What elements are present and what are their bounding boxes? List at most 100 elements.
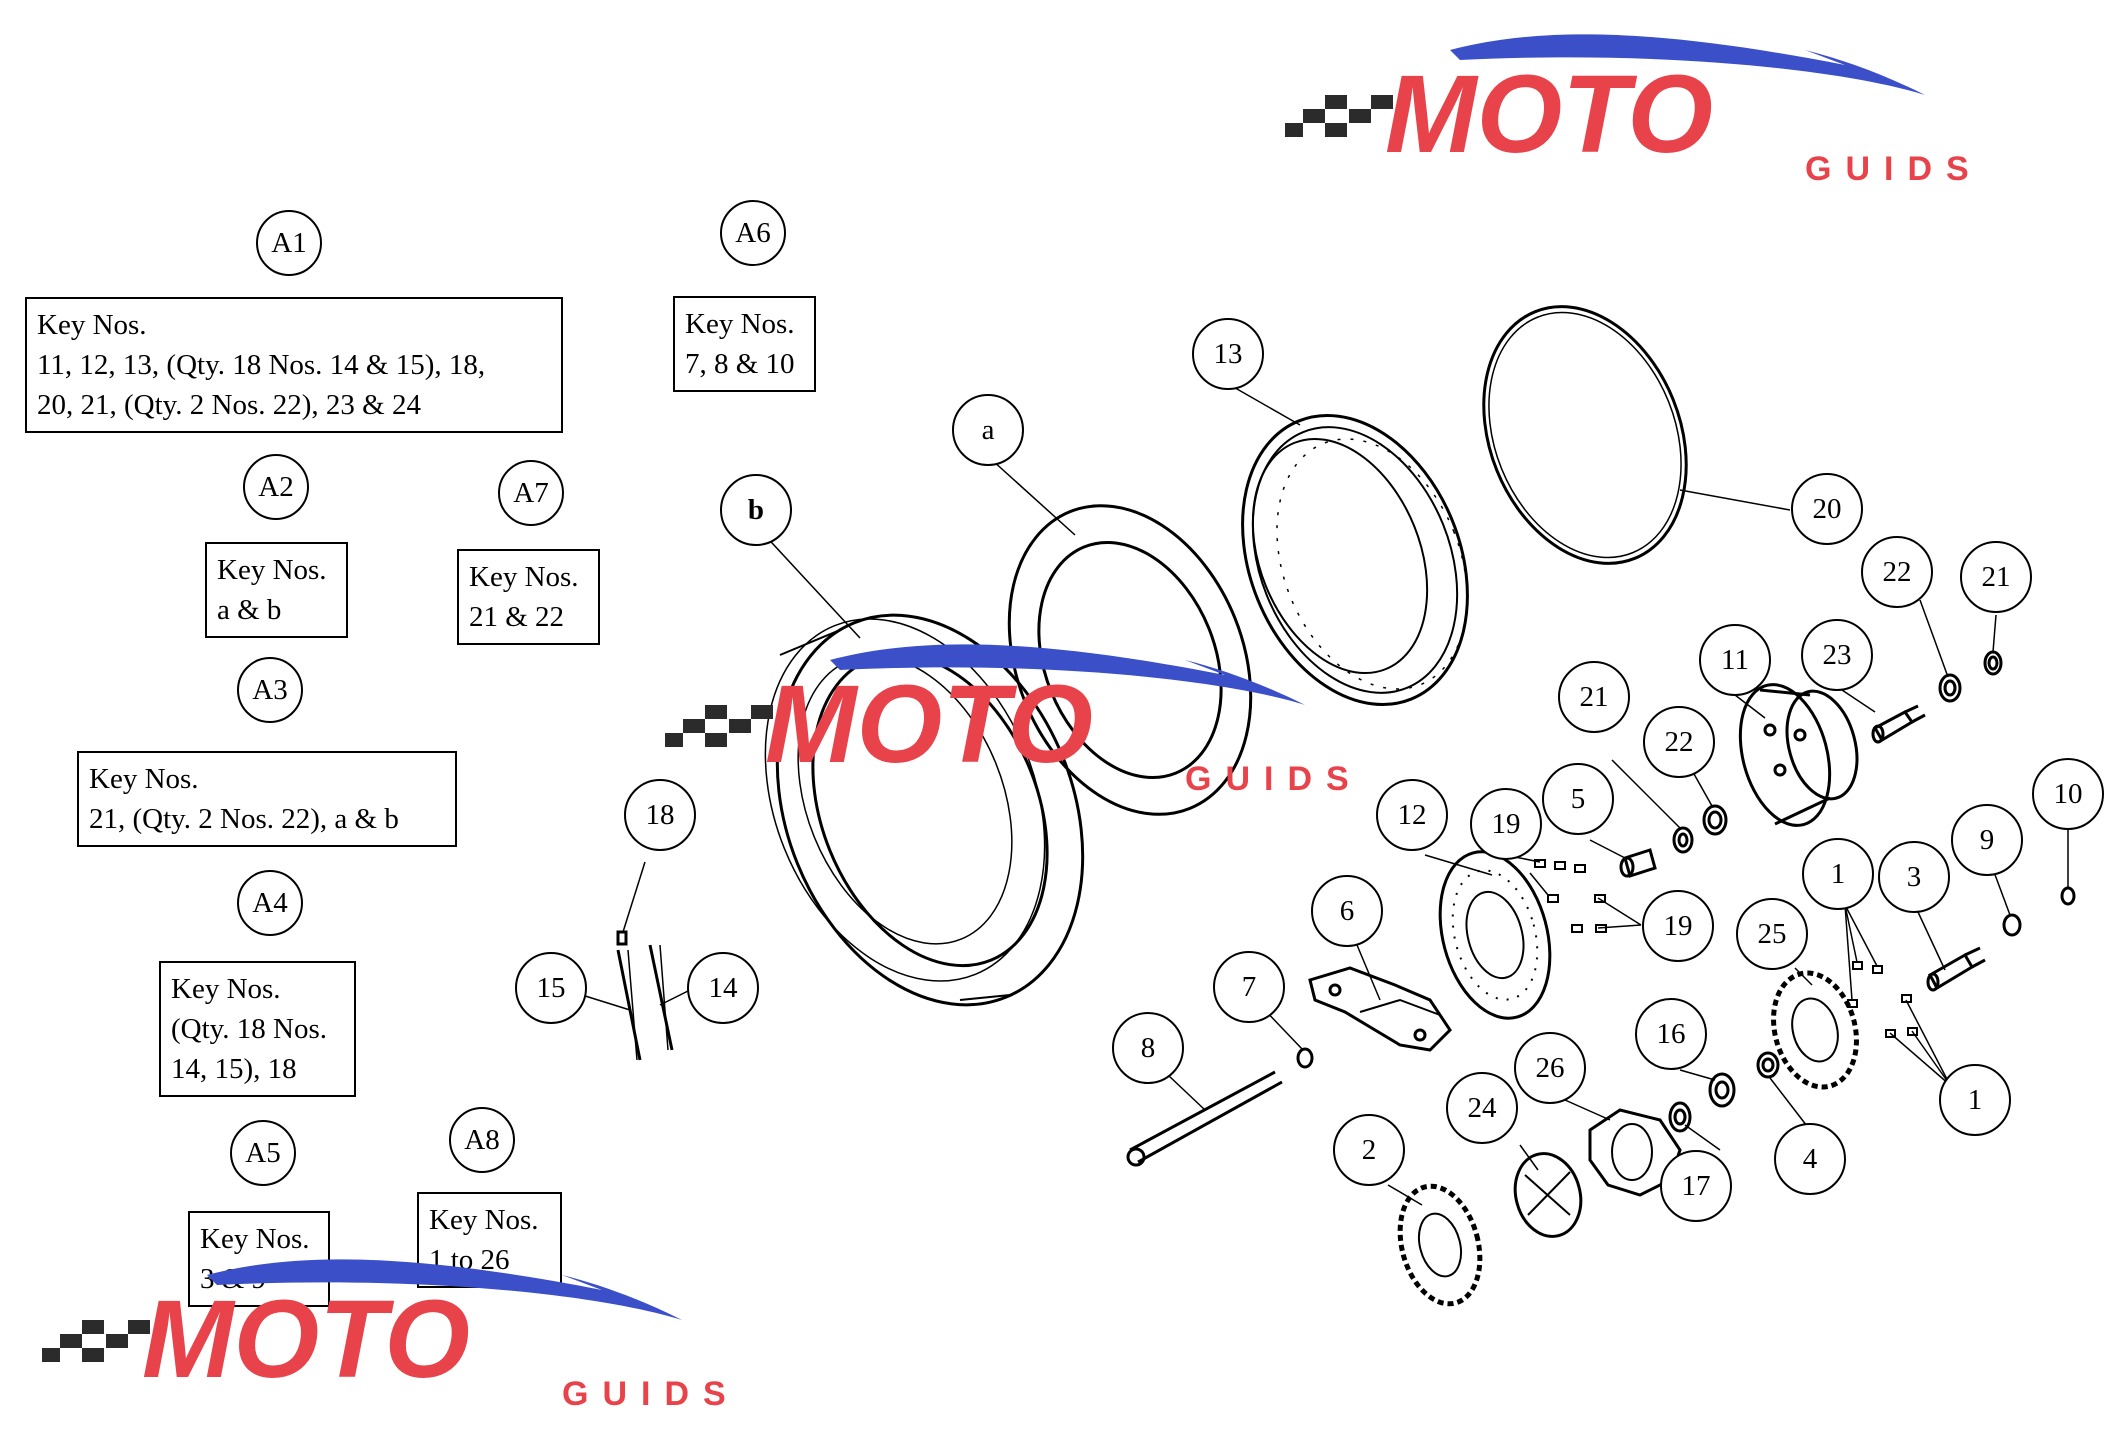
seal-part (1702, 804, 1728, 836)
key-line: 21 & 22 (469, 601, 565, 633)
key-line: Key Nos. (469, 561, 579, 593)
callout-12: 12 (1376, 779, 1448, 851)
callout-b: b (720, 474, 792, 546)
callout-4: 4 (1774, 1123, 1846, 1195)
brand-logo-watermark: MOTO GUIDS (1285, 34, 1983, 188)
nut-part (2060, 886, 2076, 906)
callout-16: 16 (1635, 998, 1707, 1070)
callout-20: 20 (1791, 473, 1863, 545)
sprocket-bolt-parts (1847, 961, 1918, 1038)
assembly-a5-key-box: Key Nos. 3 & 9 (188, 1211, 330, 1307)
assembly-a5-label: A5 (230, 1120, 296, 1186)
callout-6: 6 (1311, 875, 1383, 947)
key-line: Key Nos. (217, 554, 327, 586)
washer-part (2002, 913, 2022, 937)
axle-part (1126, 1070, 1283, 1167)
key-line: 14, 15), 18 (171, 1053, 297, 1085)
spindle-part (1871, 704, 1926, 744)
brand-logo-watermark: MOTO GUIDS (665, 644, 1363, 798)
brake-disc-part (1438, 850, 1552, 1020)
assembly-a7-key-box: Key Nos. 21 & 22 (457, 549, 600, 645)
caliper-bracket-part (1308, 966, 1452, 1052)
assembly-a3-key-box: Key Nos. 21, (Qty. 2 Nos. 22), a & b (77, 751, 457, 847)
callout-11: 11 (1699, 624, 1771, 696)
callout-9: 9 (1951, 804, 2023, 876)
logo-wordmark: MOTO (142, 1278, 470, 1401)
rear-sprocket-part (1397, 1183, 1483, 1307)
callout-10: 10 (2032, 758, 2104, 830)
callout-5: 5 (1542, 763, 1614, 835)
callout-15: 15 (515, 952, 587, 1024)
brand-logo-watermark: MOTO GUIDS (42, 1259, 740, 1413)
cush-drive-part (1513, 1152, 1583, 1238)
callout-24: 24 (1446, 1072, 1518, 1144)
callout-23: 23 (1801, 619, 1873, 691)
rim-band-part (1482, 305, 1688, 565)
hub-part (1738, 683, 1859, 827)
key-line: 11, 12, 13, (Qty. 18 Nos. 14 & 15), 18, (37, 349, 486, 381)
key-line: Key Nos. (429, 1204, 539, 1236)
bearing-part (1668, 1101, 1692, 1133)
assembly-a6-key-box: Key Nos. 7, 8 & 10 (673, 296, 816, 392)
shaft-part (1926, 946, 1986, 992)
assembly-a8-label: A8 (449, 1107, 515, 1173)
checkered-flag-icon (665, 705, 773, 747)
bearing-part (1672, 826, 1694, 854)
assembly-a3-label: A3 (237, 657, 303, 723)
assembly-a7-label: A7 (498, 460, 564, 526)
callout-18: 18 (624, 779, 696, 851)
spacer-part (1296, 1047, 1314, 1069)
hub-spacer-part (1619, 848, 1657, 878)
bearing-part (1983, 650, 2003, 676)
key-line: Key Nos. (37, 309, 147, 341)
callout-a: a (952, 394, 1024, 466)
assembly-a2-label: A2 (243, 454, 309, 520)
leader-lines (581, 384, 2069, 1206)
logo-wordmark: MOTO (765, 663, 1093, 786)
spoke-parts (616, 944, 674, 1061)
assembly-a4-label: A4 (237, 870, 303, 936)
rim-part (1241, 413, 1469, 707)
logo-subtext: GUIDS (1185, 760, 1363, 798)
key-line: 7, 8 & 10 (685, 348, 795, 380)
key-line: Key Nos. (200, 1223, 310, 1255)
checkered-flag-icon (42, 1320, 150, 1362)
callout-21: 21 (1558, 661, 1630, 733)
callout-17: 17 (1660, 1150, 1732, 1222)
assembly-a4-key-box: Key Nos. (Qty. 18 Nos. 14, 15), 18 (159, 961, 356, 1097)
logo-subtext: GUIDS (562, 1375, 740, 1413)
logo-wordmark: MOTO (1385, 53, 1713, 176)
callout-1: 1 (1802, 838, 1874, 910)
callout-26: 26 (1514, 1032, 1586, 1104)
key-line: Key Nos. (685, 308, 795, 340)
logo-subtext: GUIDS (1805, 150, 1983, 188)
key-line: a & b (217, 594, 282, 626)
swoosh-icon (830, 644, 1305, 705)
key-line: (Qty. 18 Nos. (171, 1013, 328, 1045)
assembly-a1-key-box: Key Nos. 11, 12, 13, (Qty. 18 Nos. 14 & … (25, 297, 563, 433)
nipple-part (616, 930, 628, 946)
disc-bolt-parts (1534, 859, 1607, 933)
callout-1: 1 (1939, 1064, 2011, 1136)
checkered-flag-icon (1285, 95, 1393, 137)
assembly-a1-label: A1 (256, 210, 322, 276)
callout-2: 2 (1333, 1114, 1405, 1186)
key-line: 20, 21, (Qty. 2 Nos. 22), 23 & 24 (37, 389, 421, 421)
swoosh-icon (1450, 34, 1925, 95)
callout-8: 8 (1112, 1012, 1184, 1084)
callout-14: 14 (687, 952, 759, 1024)
assembly-a2-key-box: Key Nos. a & b (205, 542, 348, 638)
swoosh-icon (207, 1259, 682, 1320)
assembly-a6-label: A6 (720, 200, 786, 266)
callout-3: 3 (1878, 841, 1950, 913)
spacer-part (1708, 1072, 1736, 1108)
callout-22: 22 (1861, 536, 1933, 608)
spacer-part (1756, 1051, 1780, 1079)
callout-25: 25 (1736, 898, 1808, 970)
sprocket-part (1771, 970, 1859, 1090)
callout-19: 19 (1470, 788, 1542, 860)
key-line: 21, (Qty. 2 Nos. 22), a & b (89, 803, 399, 835)
callout-7: 7 (1213, 951, 1285, 1023)
